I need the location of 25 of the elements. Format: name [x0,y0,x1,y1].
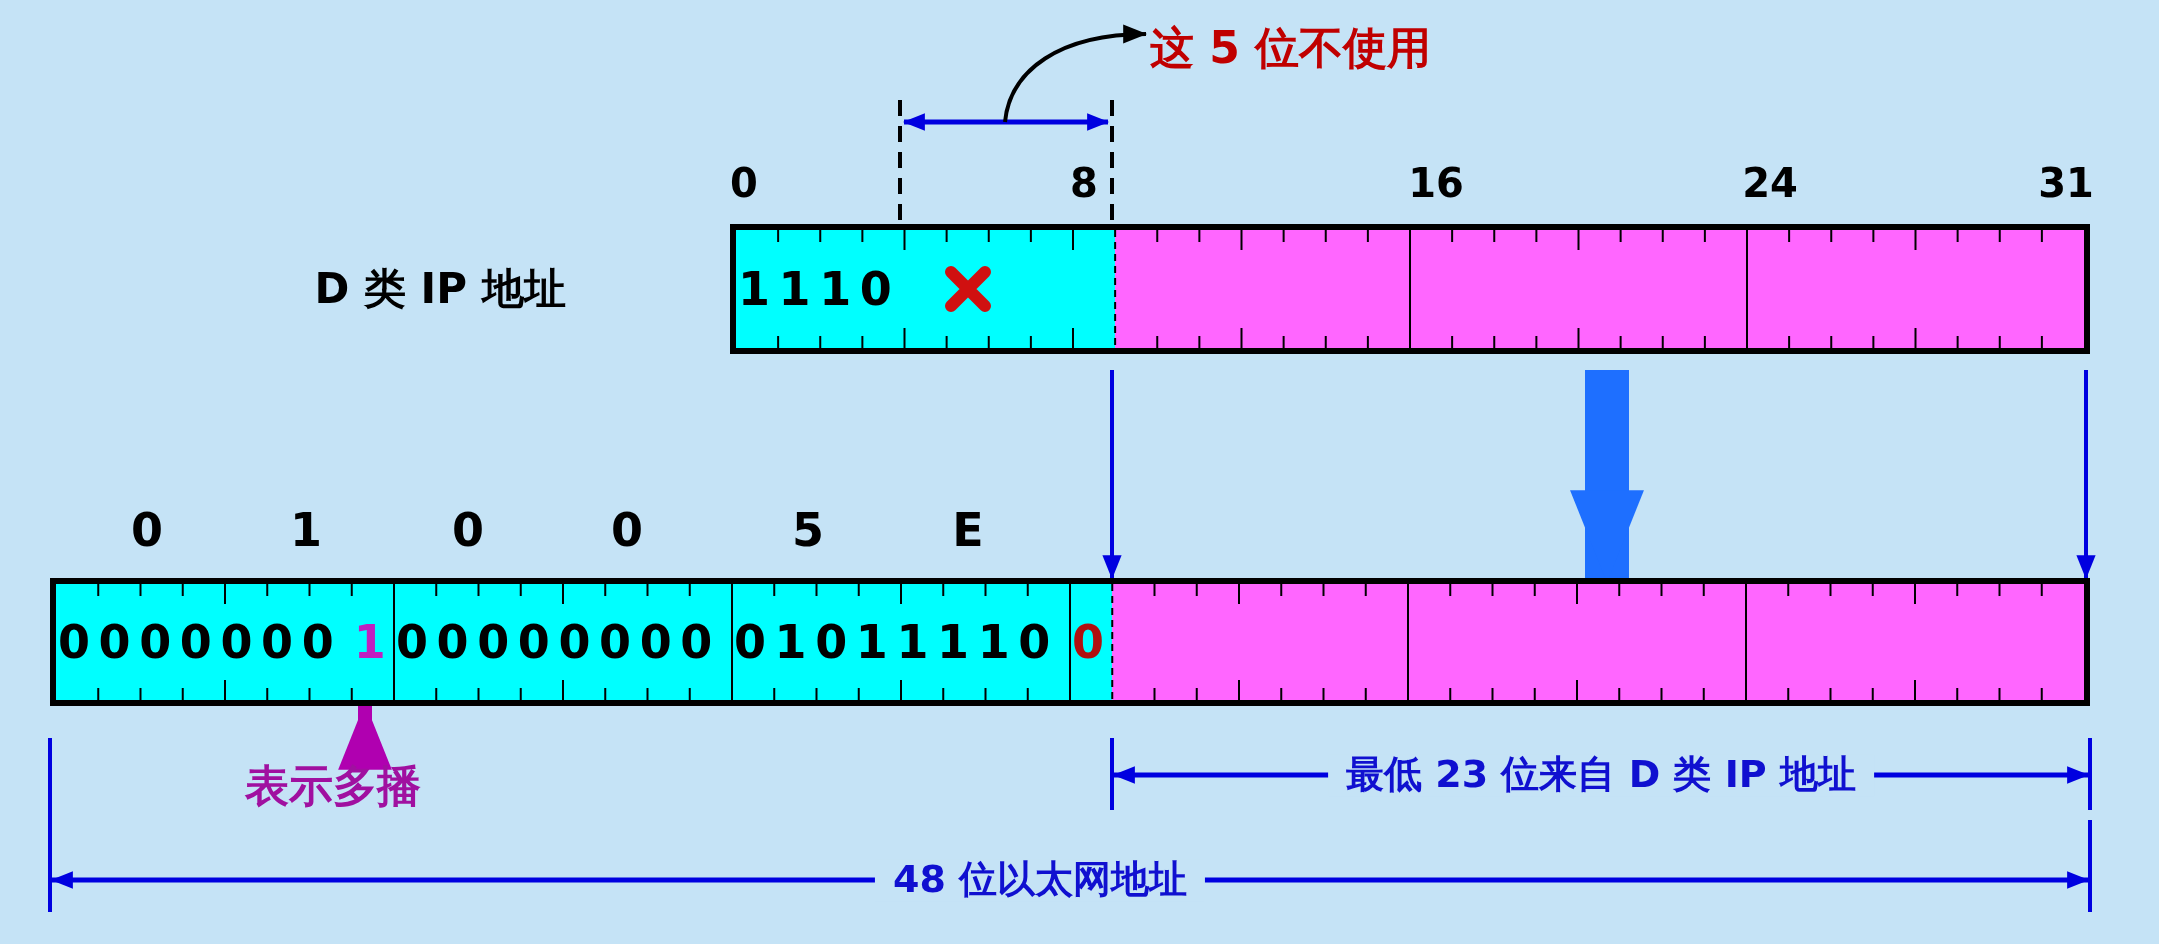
arrow [1102,370,1122,580]
arrow [2076,370,2096,580]
bit-position: 16 [1408,161,1464,205]
dimension-label: 最低 23 位来自 D 类 IP 地址 [1328,754,1874,796]
hex-digit: 0 [131,504,163,556]
register-caption: D 类 IP 地址 [314,265,566,313]
bit-position: 8 [1070,161,1098,205]
note-text: 这 5 位不使用 [1150,22,1432,75]
bit-position: 0 [730,161,758,205]
hex-digit: 0 [611,504,643,556]
note-text: 表示多播 [245,760,421,813]
hex-digit: 1 [290,504,322,556]
hex-digit: 5 [792,504,824,556]
bit-value: 00000000 [396,619,721,665]
arrow [1003,25,1148,123]
hex-digit: 0 [452,504,484,556]
bit-value: 01011110 [734,619,1059,665]
bit-position: 31 [2038,161,2094,205]
dimension-label: 48 位以太网地址 [874,859,1206,901]
bit-value: 0 [1072,619,1113,665]
bit-value: 1110 [738,266,901,312]
bit-value: 1 [353,619,395,665]
hex-digit: E [952,504,984,556]
bit-value: 0000000 [58,619,343,665]
bit-position: 24 [1742,161,1798,205]
